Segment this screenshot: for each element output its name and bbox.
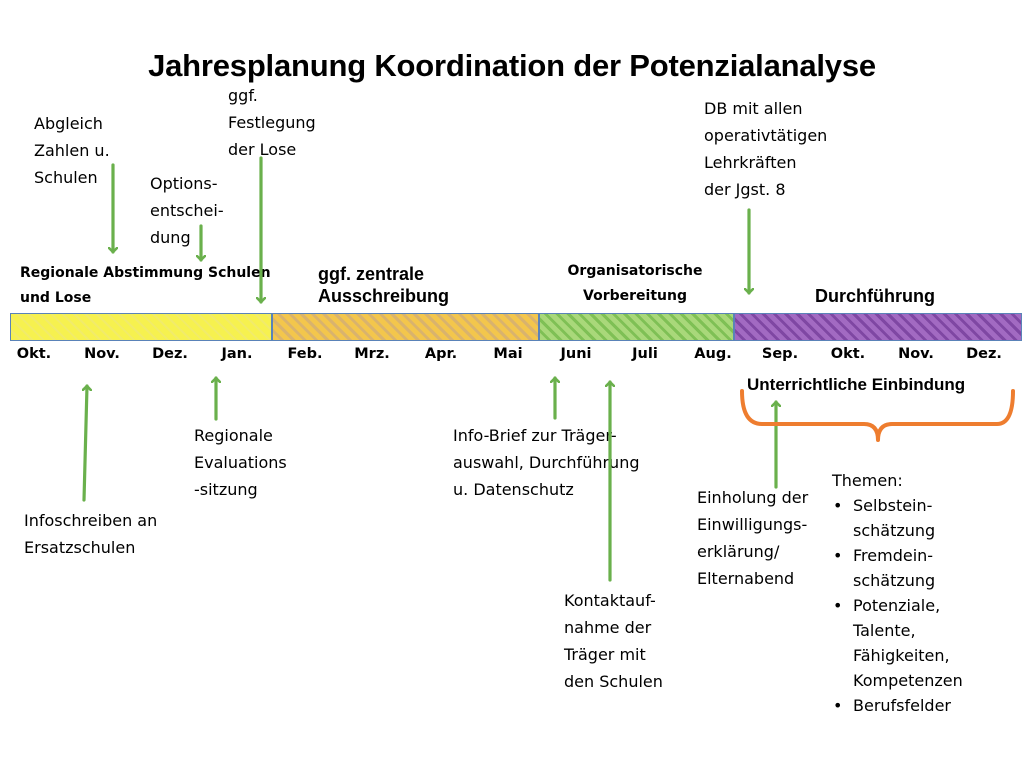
phase-label-durchfuehrung: Durchführung xyxy=(815,286,935,306)
note-line: Info-Brief zur Träger- xyxy=(453,426,617,445)
note-line: den Schulen xyxy=(564,672,663,691)
themen-item-line: Fremdein- xyxy=(853,546,934,565)
note-line: Evaluations xyxy=(194,453,287,472)
themen-heading: Themen: xyxy=(832,471,903,490)
note-info-brief: Info-Brief zur Träger- auswahl, Durchfüh… xyxy=(453,422,639,503)
themen-item-line: Berufsfelder xyxy=(853,696,952,715)
note-line: Einholung der xyxy=(697,488,809,507)
themen-item-line: Fähigkeiten, xyxy=(853,646,950,665)
month-label: Dez. xyxy=(966,346,1002,362)
note-line: ggf. xyxy=(228,86,258,105)
note-line: Regionale xyxy=(194,426,273,445)
themen-item-line: Kompetenzen xyxy=(853,671,963,690)
themen-item-line: Potenziale, xyxy=(853,596,941,615)
month-label: Nov. xyxy=(898,346,934,362)
note-line: DB mit allen xyxy=(704,99,803,118)
note-line: u. Datenschutz xyxy=(453,480,574,499)
timeline-segment-vorbereitung xyxy=(539,313,734,341)
month-label: Jan. xyxy=(221,346,253,362)
brace-unterrichtliche-einbindung xyxy=(740,389,1015,442)
month-label: Juni xyxy=(560,346,592,362)
month-label: Nov. xyxy=(84,346,120,362)
month-label: Sep. xyxy=(761,346,799,362)
themen-item-line: schätzung xyxy=(853,521,936,540)
themen-list: Themen: Selbstein- schätzung Fremdein- s… xyxy=(832,468,963,718)
page-title: Jahresplanung Koordination der Potenzial… xyxy=(148,48,876,83)
note-line: nahme der xyxy=(564,618,652,637)
note-line: Elternabend xyxy=(697,569,795,588)
themen-item: Fremdein- schätzung xyxy=(832,543,963,593)
phase-label-ausschreibung: ggf. zentrale Ausschreibung xyxy=(318,263,449,307)
note-line: Infoschreiben an xyxy=(24,511,158,530)
month-label: Dez. xyxy=(152,346,188,362)
month-label: Juli xyxy=(632,346,658,362)
themen-item: Selbstein- schätzung xyxy=(832,493,963,543)
note-line: Options- xyxy=(150,174,218,193)
note-abgleich: Abgleich Zahlen u. Schulen xyxy=(34,110,110,191)
themen-item: Berufsfelder xyxy=(832,693,963,718)
month-label: Okt. xyxy=(16,346,52,362)
note-line: Träger mit xyxy=(564,645,646,664)
month-label: Aug. xyxy=(694,346,732,362)
month-label: Apr. xyxy=(424,346,458,362)
themen-item: Potenziale, Talente, Fähigkeiten, Kompet… xyxy=(832,593,963,693)
month-label: Feb. xyxy=(287,346,323,362)
timeline-segment-durchfuehrung xyxy=(734,313,1022,341)
themen-item-line: Talente, xyxy=(853,621,916,640)
phase-label-line: Regionale Abstimmung Schulen xyxy=(20,265,271,281)
phase-label-abstimmung: Regionale Abstimmung Schulen und Lose xyxy=(20,261,271,311)
note-infoschreiben: Infoschreiben an Ersatzschulen xyxy=(24,507,157,561)
phase-label-line: Ausschreibung xyxy=(318,286,450,306)
note-festlegung-lose: ggf. Festlegung der Lose xyxy=(228,82,316,163)
note-line: entschei- xyxy=(150,201,224,220)
note-line: Einwilligungs- xyxy=(697,515,808,534)
month-label: Mrz. xyxy=(354,346,390,362)
label-unterrichtliche-einbindung: Unterrichtliche Einbindung xyxy=(747,375,966,394)
note-line: der Jgst. 8 xyxy=(704,180,786,199)
note-line: Festlegung xyxy=(228,113,316,132)
note-line: erklärung/ xyxy=(697,542,780,561)
note-line: Zahlen u. xyxy=(34,141,110,160)
note-line: Schulen xyxy=(34,168,98,187)
note-einholung: Einholung der Einwilligungs- erklärung/ … xyxy=(697,484,808,592)
themen-item-line: Selbstein- xyxy=(853,496,933,515)
note-regionale-evaluation: Regionale Evaluations -sitzung xyxy=(194,422,287,503)
note-db-lehrkraefte: DB mit allen operativtätigen Lehrkräften… xyxy=(704,95,827,203)
month-label: Mai xyxy=(493,346,523,362)
phase-label-vorbereitung: Organisatorische Vorbereitung xyxy=(535,259,735,309)
phase-label-line: Organisatorische xyxy=(567,263,703,279)
timeline-segment-ausschreibung xyxy=(272,313,539,341)
note-line: operativtätigen xyxy=(704,126,828,145)
note-line: Kontaktauf- xyxy=(564,591,656,610)
phase-label-line: und Lose xyxy=(20,290,92,306)
timeline-segment-abstimmung xyxy=(10,313,272,341)
note-line: Ersatzschulen xyxy=(24,538,136,557)
arrow-infoschreiben xyxy=(84,384,87,502)
note-optionsentscheidung: Options- entschei- dung xyxy=(150,170,224,251)
note-line: -sitzung xyxy=(194,480,258,499)
note-line: dung xyxy=(150,228,191,247)
phase-label-line: Vorbereitung xyxy=(583,288,687,304)
themen-item-line: schätzung xyxy=(853,571,936,590)
note-kontaktaufnahme: Kontaktauf- nahme der Träger mit den Sch… xyxy=(564,587,663,695)
note-line: Lehrkräften xyxy=(704,153,797,172)
note-line: auswahl, Durchführung xyxy=(453,453,640,472)
note-line: Abgleich xyxy=(34,114,103,133)
month-label: Okt. xyxy=(830,346,866,362)
note-line: der Lose xyxy=(228,140,297,159)
phase-label-line: ggf. zentrale xyxy=(318,264,425,284)
